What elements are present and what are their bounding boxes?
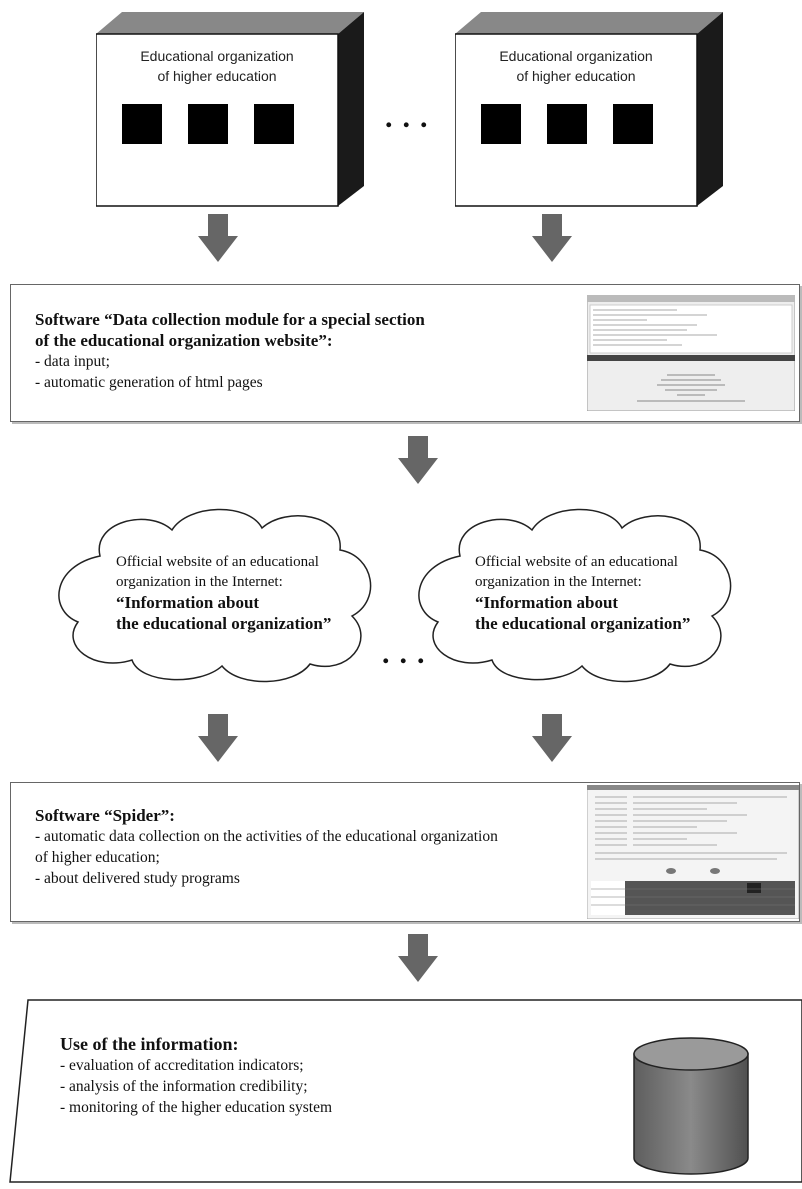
- module-screenshot-thumbnail: [587, 295, 795, 411]
- use-item-1: - evaluation of accreditation indicators…: [60, 1057, 304, 1074]
- arrow-down-icon: [198, 714, 238, 762]
- use-title: Use of the information:: [60, 1034, 239, 1054]
- use-item-2: - analysis of the information credibilit…: [60, 1078, 308, 1095]
- arrow-down-icon: [532, 214, 572, 262]
- arrow-down-icon: [398, 436, 438, 484]
- cube-block-6: [613, 104, 653, 144]
- spider-item-3: - about delivered study programs: [35, 870, 240, 887]
- module-item-1: - data input;: [35, 353, 110, 370]
- spider-screenshot-thumbnail: [587, 785, 799, 919]
- cloud-right: [418, 508, 732, 683]
- arrow-down-icon: [532, 714, 572, 762]
- database-icon: [633, 1037, 749, 1175]
- spider-item-1: - automatic data collection on the activ…: [35, 828, 498, 845]
- cloud-left-text: Official website of an educational organ…: [116, 554, 332, 633]
- cloud-left: [58, 508, 372, 683]
- cube-left: [96, 12, 364, 207]
- cube-right-label: Educational organization of higher educa…: [499, 48, 653, 84]
- cube-block-3: [254, 104, 294, 144]
- data-collection-module-box: Software “Data collection module for a s…: [10, 284, 800, 422]
- dots-top: ...: [385, 101, 438, 134]
- cube-block-4: [481, 104, 521, 144]
- use-item-3: - monitoring of the higher education sys…: [60, 1099, 333, 1116]
- arrow-down-icon: [398, 934, 438, 982]
- cube-right: [455, 12, 723, 207]
- spider-item-2: of higher education;: [35, 849, 160, 866]
- module-item-2: - automatic generation of html pages: [35, 374, 263, 391]
- module-title-line1: Software “Data collection module for a s…: [35, 310, 425, 329]
- cube-block-2: [188, 104, 228, 144]
- cloud-right-text: Official website of an educational organ…: [475, 554, 691, 633]
- spider-software-box: Software “Spider”: - automatic data coll…: [10, 782, 800, 922]
- cube-block-1: [122, 104, 162, 144]
- cube-block-5: [547, 104, 587, 144]
- dots-middle: ...: [382, 637, 435, 670]
- module-title-line2: of the educational organization website”…: [35, 331, 333, 350]
- arrow-down-icon: [198, 214, 238, 262]
- spider-title: Software “Spider”:: [35, 806, 175, 825]
- cube-left-label: Educational organization of higher educa…: [140, 48, 294, 84]
- use-of-information-text: Use of the information: - evaluation of …: [60, 1034, 332, 1118]
- use-of-information-shape: [9, 999, 802, 1183]
